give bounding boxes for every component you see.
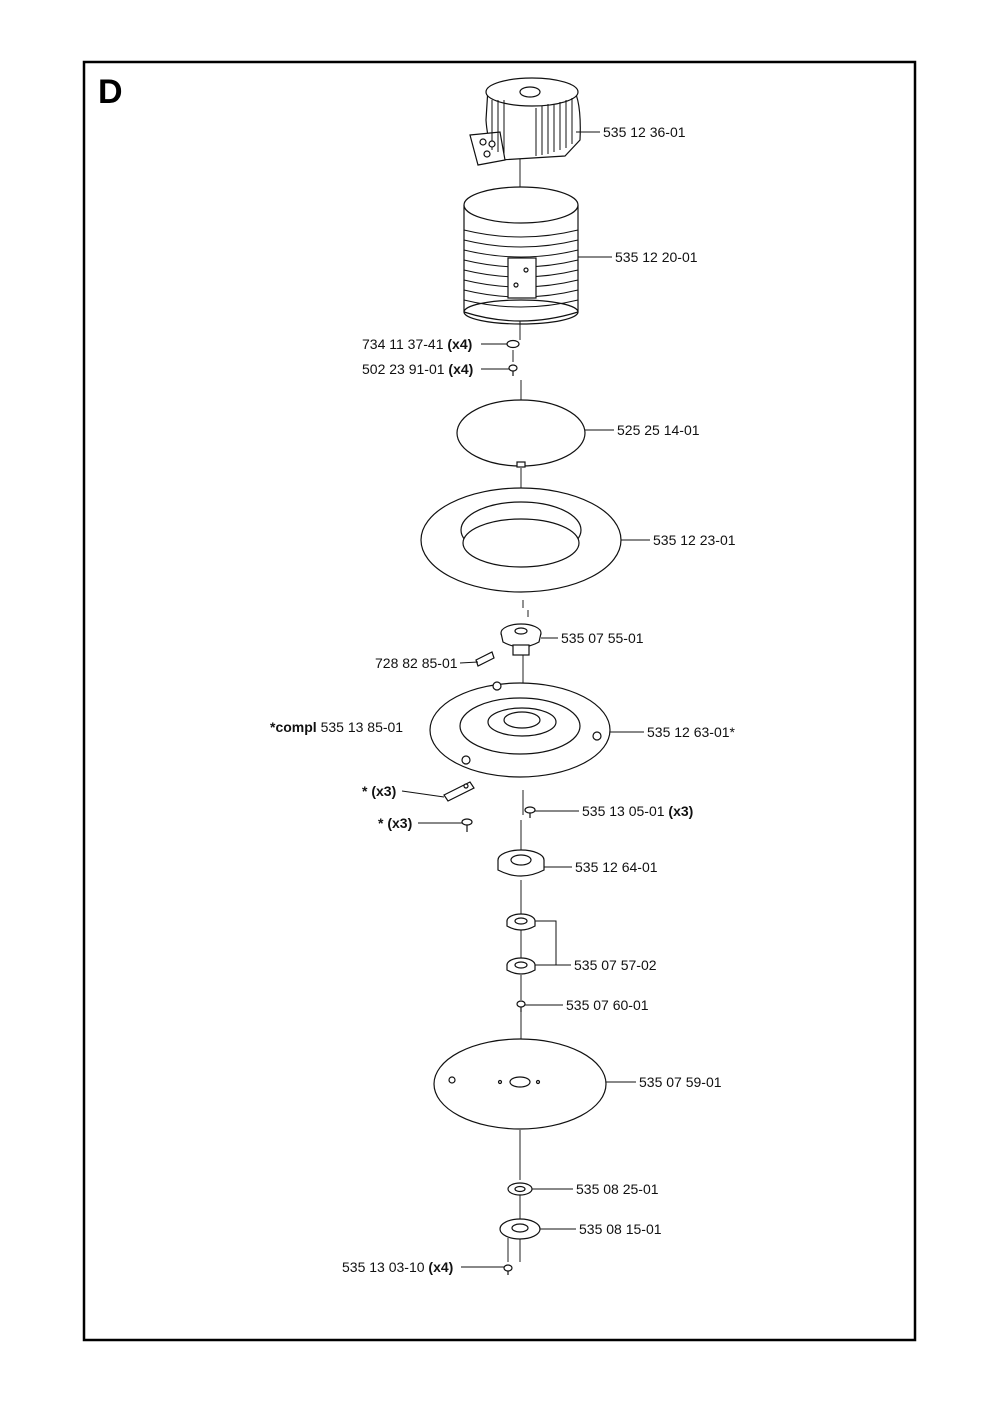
page-border (82, 60, 917, 1342)
set-screw-part (475, 651, 495, 667)
knife-screw-part (461, 818, 473, 832)
part-label: *compl 535 13 85-01 (270, 719, 404, 735)
part-label: 535 07 59-01 (639, 1074, 722, 1090)
part-label: 535 07 57-02 (574, 957, 657, 973)
knife-part (443, 781, 475, 802)
motor-part (469, 77, 581, 166)
part-label: 535 08 15-01 (579, 1221, 662, 1237)
screw-part (508, 364, 518, 376)
section-letter: D (98, 73, 123, 111)
washer-part (506, 339, 520, 349)
part-label: * (x3) (362, 783, 397, 799)
part-label: 734 11 37-41 (x4) (362, 336, 473, 352)
bearing-bracket (535, 920, 557, 966)
part-label: 535 08 25-01 (576, 1181, 659, 1197)
part-label: 535 07 60-01 (566, 997, 649, 1013)
housing-part (463, 186, 579, 325)
part-label: 535 13 05-01 (x3) (582, 803, 694, 819)
bearing-part (506, 913, 536, 975)
part-label: 502 23 91-01 (x4) (362, 361, 474, 377)
hub-screw-part (516, 1000, 526, 1012)
skid-plate-part (433, 1038, 607, 1130)
hub-part (500, 623, 542, 656)
cover-disc-part (456, 399, 586, 468)
part-label: 535 12 36-01 (603, 124, 686, 140)
part-label: 535 12 63-01* (647, 724, 735, 740)
part-label: 535 13 03-10 (x4) (342, 1259, 454, 1275)
leader-lines (401, 131, 650, 1268)
flange-part (499, 1218, 541, 1240)
ring-part (420, 487, 622, 593)
part-label: 535 12 20-01 (615, 249, 698, 265)
part-label: * (x3) (378, 815, 413, 831)
disc-screw-part (524, 806, 536, 818)
blade-disc-part (429, 681, 611, 778)
part-label: 535 07 55-01 (561, 630, 644, 646)
flange-screw-part (503, 1264, 513, 1275)
part-label: 525 25 14-01 (617, 422, 700, 438)
part-label: 535 12 64-01 (575, 859, 658, 875)
plate-washer-part (507, 1182, 533, 1196)
part-label: 535 12 23-01 (653, 532, 736, 548)
part-label: 728 82 85-01 (375, 655, 458, 671)
bearing-housing-part (497, 849, 545, 877)
